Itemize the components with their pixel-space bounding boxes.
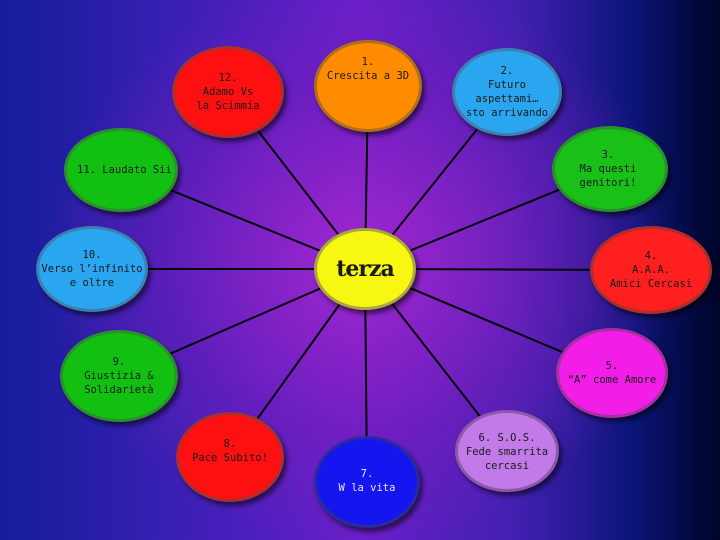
node-4-amici: 4. A.A.A. Amici Cercasi xyxy=(590,226,712,314)
node-2-futuro: 2. Futuro aspettami… sto arrivando xyxy=(452,48,562,136)
node-10-infinito: 10. Verso l’infinito e oltre xyxy=(36,226,148,312)
node-5-amore: 5. “A” come Amore xyxy=(556,328,668,418)
node-3-genitori: 3. Ma questi genitori! xyxy=(552,126,668,212)
node-1-crescita: 1. Crescita a 3D xyxy=(314,40,422,132)
center-label: terza xyxy=(336,256,394,282)
node-10-text: 10. Verso l’infinito e oltre xyxy=(41,248,143,290)
node-6-text: 6. S.O.S. Fede smarrita cercasi xyxy=(465,432,549,473)
node-9-giustizia: 9. Giustizia & Solidarietà xyxy=(60,330,178,422)
node-11-text: 11. Laudato Sii xyxy=(77,163,172,176)
node-9-text: 9. Giustizia & Solidarietà xyxy=(84,355,154,397)
node-12-text: 12. Adamo Vs la Scimmia xyxy=(196,71,260,113)
center-node: terza xyxy=(314,228,416,310)
node-11-laudato: 11. Laudato Sii xyxy=(64,128,178,212)
node-3-text: 3. Ma questi genitori! xyxy=(579,148,637,190)
node-4-text: 4. A.A.A. Amici Cercasi xyxy=(609,249,693,291)
node-12-adamo: 12. Adamo Vs la Scimmia xyxy=(172,46,284,138)
node-5-text: 5. “A” come Amore xyxy=(567,359,657,386)
node-1-text: 1. Crescita a 3D xyxy=(326,56,410,83)
node-6-fede: 6. S.O.S. Fede smarrita cercasi xyxy=(455,410,559,492)
node-7-text: 7. W la vita xyxy=(338,467,396,494)
node-8-pace: 8. Pace Subito! xyxy=(176,412,284,502)
node-2-text: 2. Futuro aspettami… sto arrivando xyxy=(465,64,549,120)
node-8-text: 8. Pace Subito! xyxy=(192,438,268,465)
node-7-vita: 7. W la vita xyxy=(314,436,420,528)
